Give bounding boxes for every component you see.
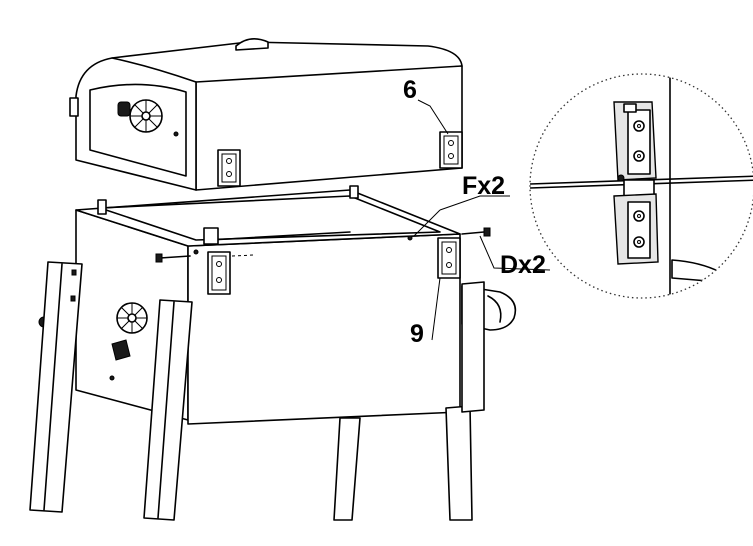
body-knob-icon (111, 339, 131, 361)
callout-dx2: Dx2 (500, 251, 546, 279)
cart-legs (29, 261, 485, 521)
body-hinge-right (437, 237, 461, 279)
screw-right-icon (461, 227, 491, 237)
lid-knob-icon (117, 101, 131, 117)
lid-hinge-left (217, 149, 241, 187)
hinge-detail-inset (529, 73, 753, 299)
grill-lid (69, 38, 463, 191)
lid-hinge-right (439, 131, 463, 169)
body-hinge-left (207, 251, 231, 295)
callout-9: 9 (410, 320, 424, 348)
callout-leaders (413, 99, 551, 341)
grill-body (38, 185, 517, 425)
screw-left-icon (155, 253, 191, 263)
callout-6: 6 (403, 76, 417, 104)
callout-fx2: Fx2 (462, 172, 505, 200)
